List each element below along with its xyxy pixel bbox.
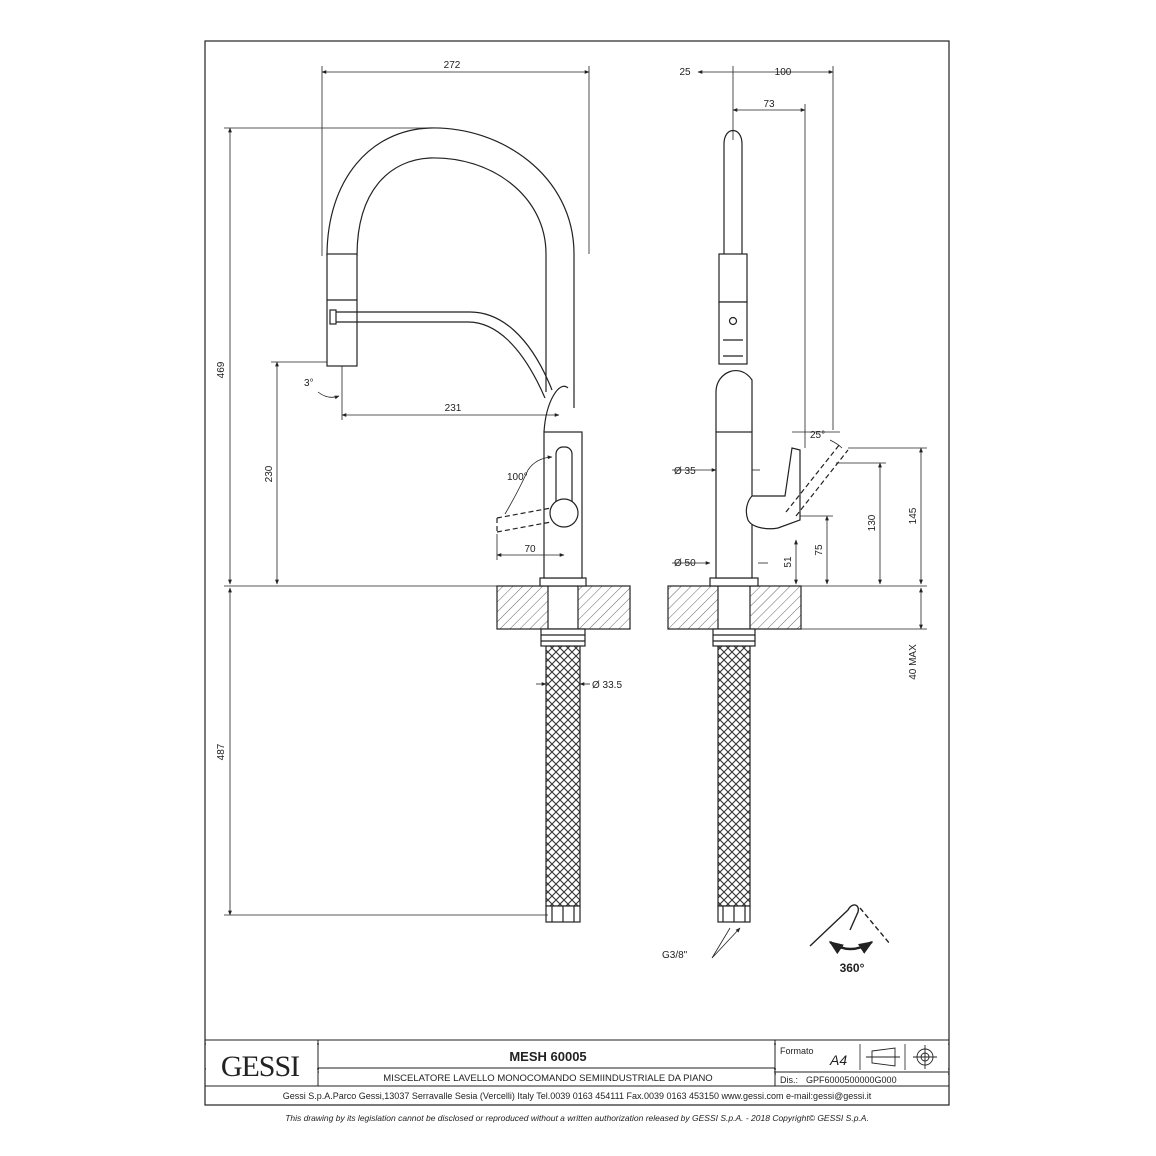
rotation-360-icon bbox=[809, 904, 891, 955]
dim-total-height: 469 bbox=[216, 361, 227, 378]
mixer-body-side bbox=[715, 431, 753, 579]
dim-offset: 25 bbox=[679, 67, 691, 78]
dim-h75: 75 bbox=[814, 544, 825, 556]
side-lever bbox=[745, 447, 801, 530]
flexible-hose-side bbox=[717, 645, 751, 907]
copyright-notice: This drawing by its legislation cannot b… bbox=[285, 1113, 869, 1123]
company-address: Gessi S.p.A.Parco Gessi,13037 Serravalle… bbox=[283, 1091, 872, 1101]
dim-base-diameter: Ø 50 bbox=[674, 558, 696, 569]
dim-side-lever-angle: 25° bbox=[810, 430, 825, 441]
flexible-hose-front bbox=[545, 645, 581, 907]
dim-width-front: 272 bbox=[444, 60, 461, 71]
dim-lever-reach: 70 bbox=[524, 544, 536, 555]
side-dimension-labels: 25 100 73 25° Ø 35 Ø 50 145 130 75 51 40… bbox=[662, 67, 919, 961]
model-name: MESH 60005 bbox=[509, 1049, 586, 1064]
front-dimension-labels: 272 469 231 230 3° 100° 70 Ø 33.5 487 bbox=[216, 60, 622, 760]
front-view bbox=[326, 127, 631, 923]
side-dimensions bbox=[672, 66, 927, 959]
dim-body-diameter: Ø 35 bbox=[674, 466, 696, 477]
rotation-label: 360° bbox=[840, 961, 865, 975]
dim-lever-angle: 100° bbox=[507, 472, 528, 483]
dim-width-side: 100 bbox=[775, 67, 792, 78]
projection-symbol-icon bbox=[866, 1045, 937, 1069]
drawing-number: GPF6000500000G000 bbox=[806, 1075, 897, 1085]
dim-thread: G3/8" bbox=[662, 950, 688, 961]
side-view bbox=[667, 129, 849, 923]
gooseneck-spout bbox=[326, 127, 575, 408]
dim-deck-thickness: 40 MAX bbox=[908, 644, 919, 680]
gessi-logo: GESSI bbox=[221, 1050, 299, 1083]
formato-value: A4 bbox=[829, 1052, 847, 1068]
dim-h130: 130 bbox=[867, 514, 878, 531]
product-description: MISCELATORE LAVELLO MONOCOMANDO SEMIINDU… bbox=[383, 1073, 712, 1084]
dim-inner: 73 bbox=[763, 99, 775, 110]
dim-tilt-angle: 3° bbox=[304, 378, 314, 389]
front-dimensions bbox=[224, 66, 590, 916]
dim-reach: 231 bbox=[445, 403, 462, 414]
spout-arm bbox=[333, 311, 553, 399]
dim-spout-height: 230 bbox=[264, 465, 275, 482]
side-spout bbox=[723, 129, 743, 254]
formato-label: Formato bbox=[780, 1046, 814, 1056]
dim-h145: 145 bbox=[908, 507, 919, 524]
drawing-number-label: Dis.: bbox=[780, 1075, 798, 1085]
dim-hose-diameter: Ø 33.5 bbox=[592, 680, 622, 691]
dim-hose-length: 487 bbox=[216, 743, 227, 760]
dim-h51: 51 bbox=[783, 556, 794, 568]
